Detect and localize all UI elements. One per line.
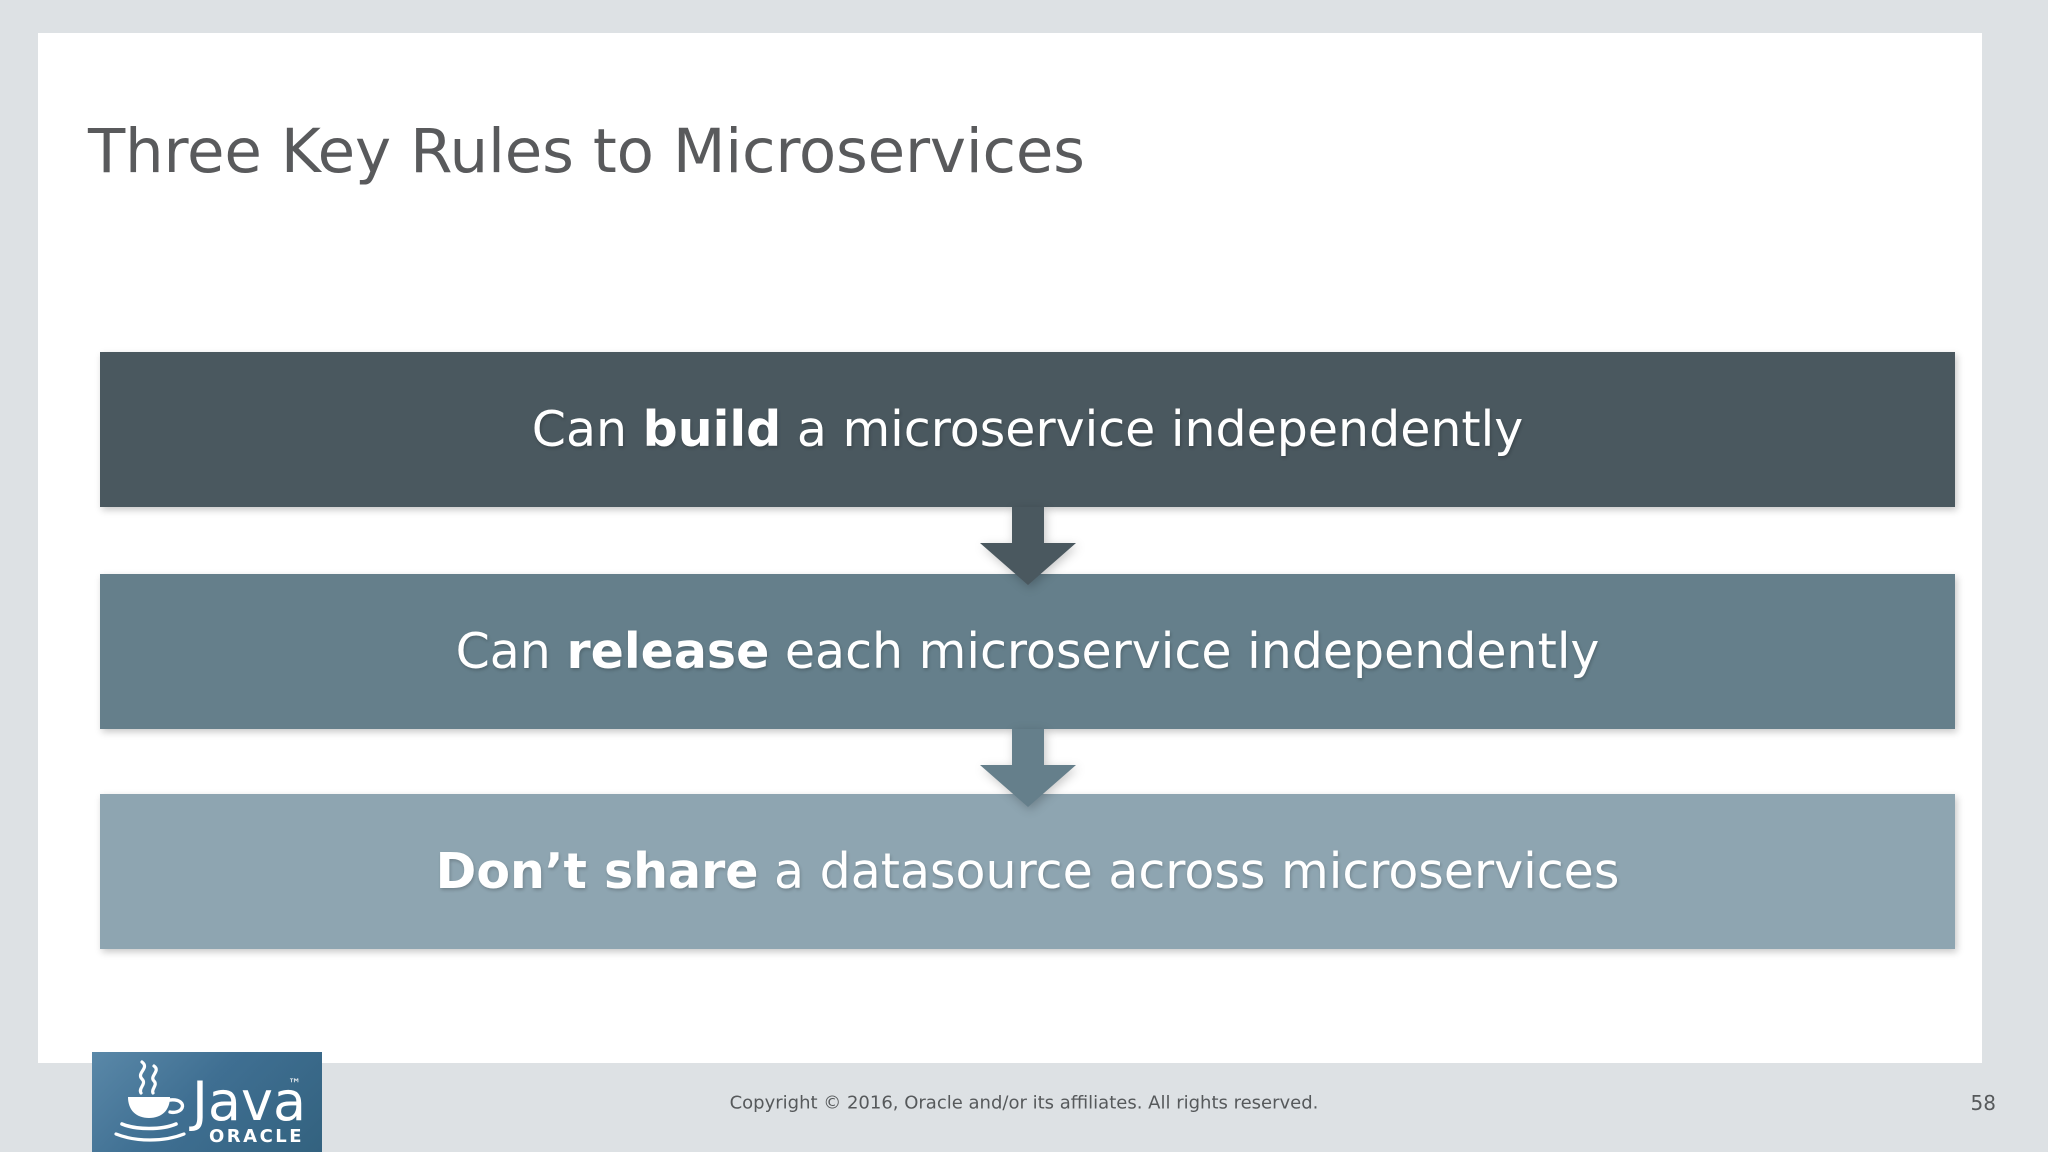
microservices-rules-flow: Can build a microservice independently C… bbox=[100, 352, 1955, 952]
java-logo-artwork: Java ™ ORACLE bbox=[114, 1060, 306, 1147]
slide-canvas: Three Key Rules to Microservices Can bui… bbox=[38, 33, 1982, 1063]
flow-step-1-label: Can build a microservice independently bbox=[532, 405, 1523, 454]
flow-step-3-suffix: a datasource across microservices bbox=[758, 843, 1620, 900]
page-number: 58 bbox=[1970, 1091, 1996, 1115]
arrow-down-shape-1 bbox=[979, 507, 1076, 585]
copyright-notice: Copyright © 2016, Oracle and/or its affi… bbox=[729, 1092, 1319, 1114]
java-oracle-subtitle: ORACLE bbox=[209, 1126, 304, 1147]
page-title: Three Key Rules to Microservices bbox=[88, 116, 1085, 187]
flow-step-3-label: Don’t share a datasource across microser… bbox=[436, 847, 1620, 896]
java-trademark-symbol: ™ bbox=[288, 1077, 301, 1092]
flow-step-1[interactable]: Can build a microservice independently bbox=[100, 352, 1955, 507]
flow-step-2-emphasis: release bbox=[566, 623, 770, 680]
slide-footer bbox=[0, 1063, 2048, 1152]
flow-step-2-suffix: each microservice independently bbox=[769, 623, 1600, 680]
flow-step-3[interactable]: Don’t share a datasource across microser… bbox=[100, 794, 1955, 949]
flow-step-1-suffix: a microservice independently bbox=[781, 401, 1524, 458]
flow-step-2-band bbox=[100, 574, 1955, 729]
flow-step-2-prefix: Can bbox=[455, 623, 567, 680]
flow-step-1-prefix: Can bbox=[531, 401, 643, 458]
flow-step-3-band bbox=[100, 794, 1955, 949]
flow-step-2-label: Can release each microservice independen… bbox=[456, 627, 1600, 676]
java-wordmark: Java bbox=[189, 1070, 306, 1133]
arrow-down-icon-2 bbox=[979, 729, 1076, 807]
arrow-down-icon-1 bbox=[979, 507, 1076, 585]
flow-step-1-band bbox=[100, 352, 1955, 507]
java-logo: Java ™ ORACLE bbox=[92, 1052, 322, 1152]
java-steam-icon bbox=[138, 1060, 158, 1095]
flow-step-3-emphasis: Don’t share bbox=[435, 843, 759, 900]
flow-step-1-emphasis: build bbox=[642, 401, 782, 458]
arrow-down-shape-2 bbox=[979, 729, 1076, 807]
flow-step-2[interactable]: Can release each microservice independen… bbox=[100, 574, 1955, 729]
java-cup-icon bbox=[114, 1097, 186, 1142]
